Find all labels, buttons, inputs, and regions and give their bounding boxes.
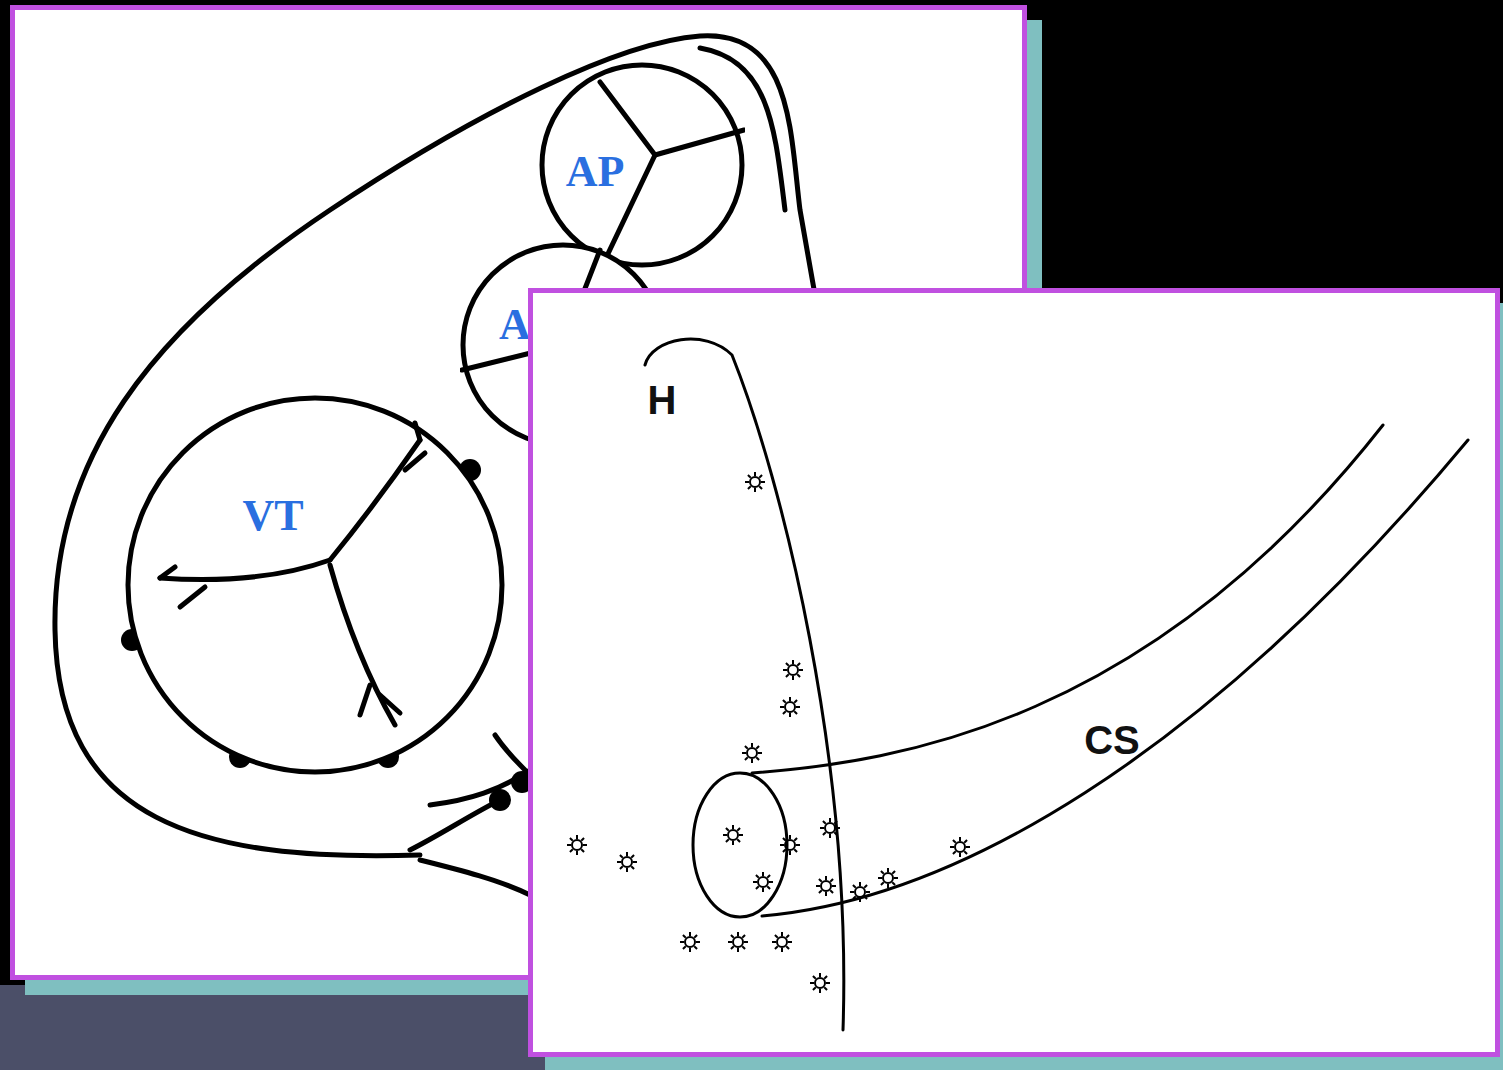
- his-line: [645, 339, 844, 1030]
- site-star: [772, 932, 792, 952]
- site-star: [783, 660, 803, 680]
- sinus-wall: [752, 425, 1383, 773]
- grey-band: [0, 985, 548, 1070]
- site-star: [878, 868, 898, 888]
- site-star: [617, 852, 637, 872]
- site-star: [780, 697, 800, 717]
- pulmonary-valve: AP: [539, 62, 745, 268]
- site-star: [745, 472, 765, 492]
- valve-ring: [460, 242, 666, 448]
- valve-label: AP: [566, 150, 625, 194]
- site-star: [816, 876, 836, 896]
- panel-shadow: [545, 303, 1503, 1070]
- site-star: [728, 932, 748, 952]
- vessel-stub: [410, 735, 530, 895]
- suture-dot: [489, 789, 511, 811]
- site-star: [753, 872, 773, 892]
- valve-label: VT: [242, 494, 303, 538]
- sinus-ostium: [693, 773, 787, 917]
- aortic-valve: A: [460, 242, 666, 448]
- structure-label: CS: [1084, 720, 1140, 760]
- site-star: [780, 835, 800, 855]
- panel-frame: [531, 291, 1498, 1055]
- valve-ring: [125, 395, 505, 775]
- site-star: [850, 882, 870, 902]
- site-star: [742, 743, 762, 763]
- sinus-wall: [762, 440, 1468, 916]
- site-star: [810, 973, 830, 993]
- site-star: [567, 835, 587, 855]
- structure-label: H: [648, 380, 677, 420]
- site-star: [680, 932, 700, 952]
- tricuspid-valve: VT: [125, 395, 505, 775]
- site-star: [950, 837, 970, 857]
- site-star: [820, 818, 840, 838]
- heart-outline: [55, 36, 815, 856]
- suture-dot: [511, 771, 533, 793]
- valve-label: A: [499, 303, 531, 347]
- site-star: [723, 825, 743, 845]
- panel-frame: [13, 8, 1025, 978]
